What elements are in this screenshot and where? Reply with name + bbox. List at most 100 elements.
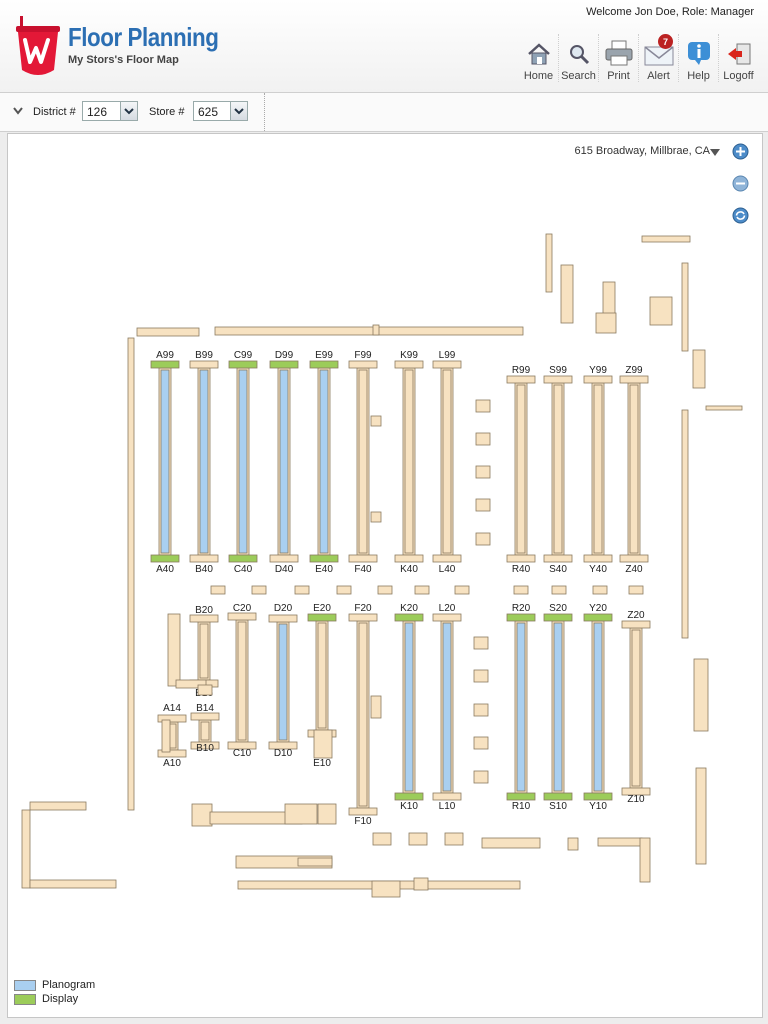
aisle-label-bottom[interactable]: A10 bbox=[163, 758, 181, 769]
store-fixture[interactable] bbox=[475, 432, 491, 446]
store-fixture[interactable] bbox=[136, 327, 200, 337]
aisle-label-bottom[interactable]: C40 bbox=[234, 564, 253, 575]
store-fixture[interactable] bbox=[336, 585, 352, 595]
address-dropdown-icon[interactable] bbox=[710, 149, 720, 156]
aisle-Z99-body[interactable] bbox=[629, 384, 639, 554]
refresh-icon[interactable] bbox=[732, 207, 749, 224]
aisle-label-bottom[interactable]: E40 bbox=[315, 564, 333, 575]
aisle-K20-endcap-top[interactable] bbox=[394, 613, 424, 622]
aisle-label-bottom[interactable]: Y10 bbox=[589, 801, 607, 812]
store-fixture[interactable] bbox=[641, 235, 691, 243]
aisle-B99-endcap-bottom[interactable] bbox=[189, 554, 219, 563]
search-button[interactable]: Search bbox=[558, 34, 598, 82]
store-fixture[interactable] bbox=[214, 326, 524, 336]
store-fixture[interactable] bbox=[628, 585, 644, 595]
store-fixture[interactable] bbox=[473, 636, 489, 650]
zoom-out-icon[interactable] bbox=[732, 175, 749, 192]
store-fixture[interactable] bbox=[197, 684, 213, 696]
store-fixture[interactable] bbox=[560, 264, 574, 324]
aisle-label-bottom[interactable]: K40 bbox=[400, 564, 418, 575]
aisle-Y20-body[interactable] bbox=[593, 622, 603, 792]
store-fixture[interactable] bbox=[475, 498, 491, 512]
aisle-label-bottom[interactable]: E10 bbox=[313, 758, 331, 769]
aisle-E99-endcap-bottom[interactable] bbox=[309, 554, 339, 563]
aisle-D20-endcap-top[interactable] bbox=[268, 614, 298, 623]
aisle-R20-body[interactable] bbox=[516, 622, 526, 792]
store-fixture[interactable] bbox=[597, 837, 643, 847]
store-fixture[interactable] bbox=[210, 585, 226, 595]
zoom-in-icon[interactable] bbox=[732, 143, 749, 160]
aisle-S99-endcap-bottom[interactable] bbox=[543, 554, 573, 563]
aisle-D99-endcap-top[interactable] bbox=[269, 360, 299, 369]
store-fixture[interactable] bbox=[705, 405, 743, 411]
aisle-R20-endcap-top[interactable] bbox=[506, 613, 536, 622]
aisle-L99-body[interactable] bbox=[442, 369, 452, 554]
store-fixture[interactable] bbox=[444, 832, 464, 846]
aisle-Z99-endcap-top[interactable] bbox=[619, 375, 649, 384]
aisle-Z99-endcap-bottom[interactable] bbox=[619, 554, 649, 563]
store-fixture[interactable] bbox=[693, 658, 709, 732]
aisle-label-bottom[interactable]: Z40 bbox=[625, 564, 643, 575]
aisle-label-bottom[interactable]: B40 bbox=[195, 564, 213, 575]
aisle-Y99-endcap-bottom[interactable] bbox=[583, 554, 613, 563]
aisle-S20-endcap-top[interactable] bbox=[543, 613, 573, 622]
store-fixture[interactable] bbox=[161, 719, 171, 753]
aisle-label-bottom[interactable]: R40 bbox=[512, 564, 531, 575]
store-fixture[interactable] bbox=[475, 399, 491, 413]
store-fixture[interactable] bbox=[294, 585, 310, 595]
aisle-label-bottom[interactable]: A40 bbox=[156, 564, 174, 575]
aisle-label-bottom[interactable]: Y40 bbox=[589, 564, 607, 575]
aisle-label-top[interactable]: Y20 bbox=[589, 603, 607, 614]
print-button[interactable]: Print bbox=[598, 34, 638, 82]
aisle-label-top[interactable]: Y99 bbox=[589, 365, 607, 376]
aisle-A99-body[interactable] bbox=[160, 369, 170, 554]
aisle-B20-body[interactable] bbox=[199, 623, 209, 679]
aisle-F20-endcap-top[interactable] bbox=[348, 613, 378, 622]
aisle-C20-endcap-top[interactable] bbox=[227, 612, 257, 621]
aisle-S20-body[interactable] bbox=[553, 622, 563, 792]
store-fixture[interactable] bbox=[567, 837, 579, 851]
aisle-K99-endcap-bottom[interactable] bbox=[394, 554, 424, 563]
store-fixture[interactable] bbox=[191, 803, 213, 827]
aisle-B99-body[interactable] bbox=[199, 369, 209, 554]
store-fixture[interactable] bbox=[454, 585, 470, 595]
aisle-K99-body[interactable] bbox=[404, 369, 414, 554]
store-fixture[interactable] bbox=[317, 803, 337, 825]
aisle-label-top[interactable]: K99 bbox=[400, 350, 418, 361]
store-fixture[interactable] bbox=[313, 729, 333, 759]
aisle-B14-endcap-bottom[interactable] bbox=[190, 741, 220, 750]
help-button[interactable]: Help bbox=[678, 34, 718, 82]
aisle-A99-endcap-top[interactable] bbox=[150, 360, 180, 369]
aisle-label-top[interactable]: Z99 bbox=[625, 365, 643, 376]
aisle-Z20-endcap-bottom[interactable] bbox=[621, 787, 651, 796]
home-button[interactable]: Home bbox=[519, 34, 558, 82]
aisle-label-top[interactable]: F99 bbox=[354, 350, 372, 361]
aisle-Y20-endcap-top[interactable] bbox=[583, 613, 613, 622]
aisle-K20-endcap-bottom[interactable] bbox=[394, 792, 424, 801]
store-fixture[interactable] bbox=[681, 262, 689, 352]
aisle-R99-endcap-bottom[interactable] bbox=[506, 554, 536, 563]
aisle-D99-body[interactable] bbox=[279, 369, 289, 554]
aisle-label-top[interactable]: S20 bbox=[549, 603, 567, 614]
aisle-Y99-endcap-top[interactable] bbox=[583, 375, 613, 384]
aisle-Y99-body[interactable] bbox=[593, 384, 603, 554]
alert-button[interactable]: 7 Alert bbox=[638, 34, 678, 82]
aisle-label-top[interactable]: L20 bbox=[439, 603, 456, 614]
aisle-label-bottom[interactable]: F10 bbox=[354, 816, 372, 827]
store-fixture[interactable] bbox=[251, 585, 267, 595]
aisle-label-bottom[interactable]: F40 bbox=[354, 564, 372, 575]
aisle-S20-endcap-bottom[interactable] bbox=[543, 792, 573, 801]
aisle-label-top[interactable]: B99 bbox=[195, 350, 213, 361]
aisle-label-top[interactable]: F20 bbox=[354, 603, 372, 614]
aisle-label-bottom[interactable]: D10 bbox=[274, 748, 293, 759]
store-fixture[interactable] bbox=[695, 767, 707, 865]
district-select[interactable]: 126 bbox=[82, 101, 138, 121]
store-fixture[interactable] bbox=[29, 801, 87, 811]
store-fixture[interactable] bbox=[473, 736, 489, 750]
aisle-label-top[interactable]: C20 bbox=[233, 603, 252, 614]
aisle-R99-endcap-top[interactable] bbox=[506, 375, 536, 384]
store-fixture[interactable] bbox=[297, 857, 333, 867]
store-fixture[interactable] bbox=[649, 296, 673, 326]
aisle-F20-body[interactable] bbox=[358, 622, 368, 807]
